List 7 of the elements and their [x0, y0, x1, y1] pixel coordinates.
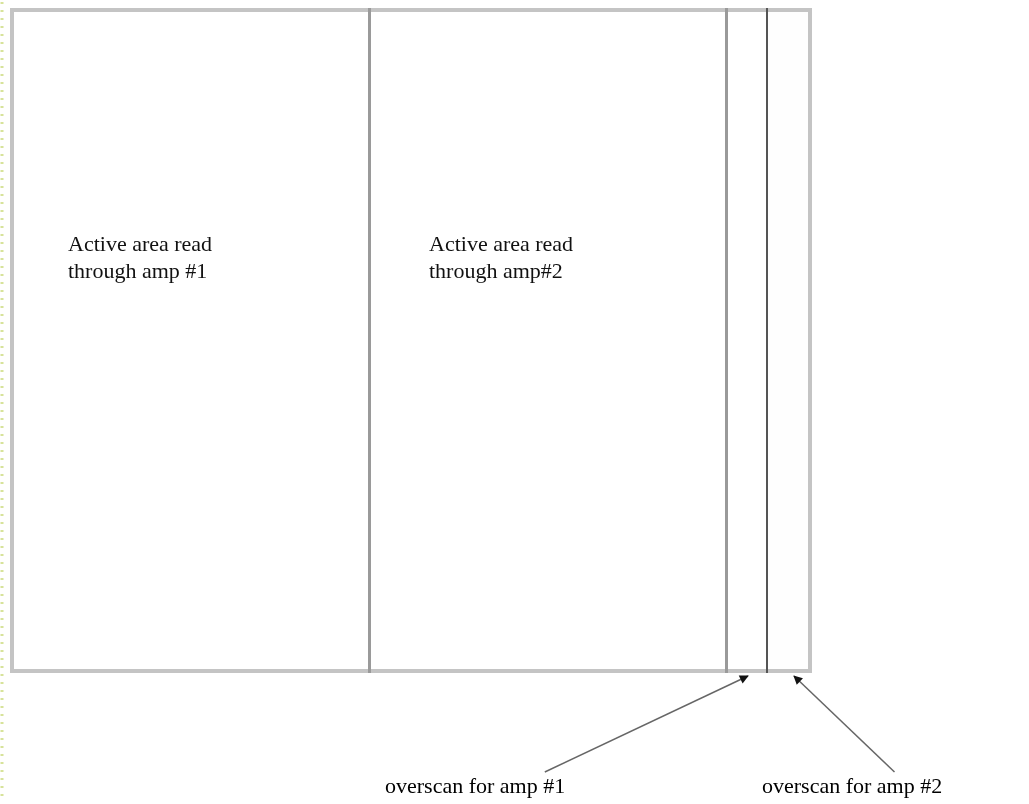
overscan-caption: overscan for amp #2: [762, 772, 1027, 800]
overscan-caption: overscan for amp #1: [385, 772, 647, 800]
leader-arrow: [544, 675, 749, 773]
region-label: Active area read through amp#2: [429, 230, 575, 284]
region-label: Active area read through amp #1: [68, 230, 214, 284]
leader-arrow: [793, 675, 896, 773]
ccd-outline: [10, 8, 812, 673]
